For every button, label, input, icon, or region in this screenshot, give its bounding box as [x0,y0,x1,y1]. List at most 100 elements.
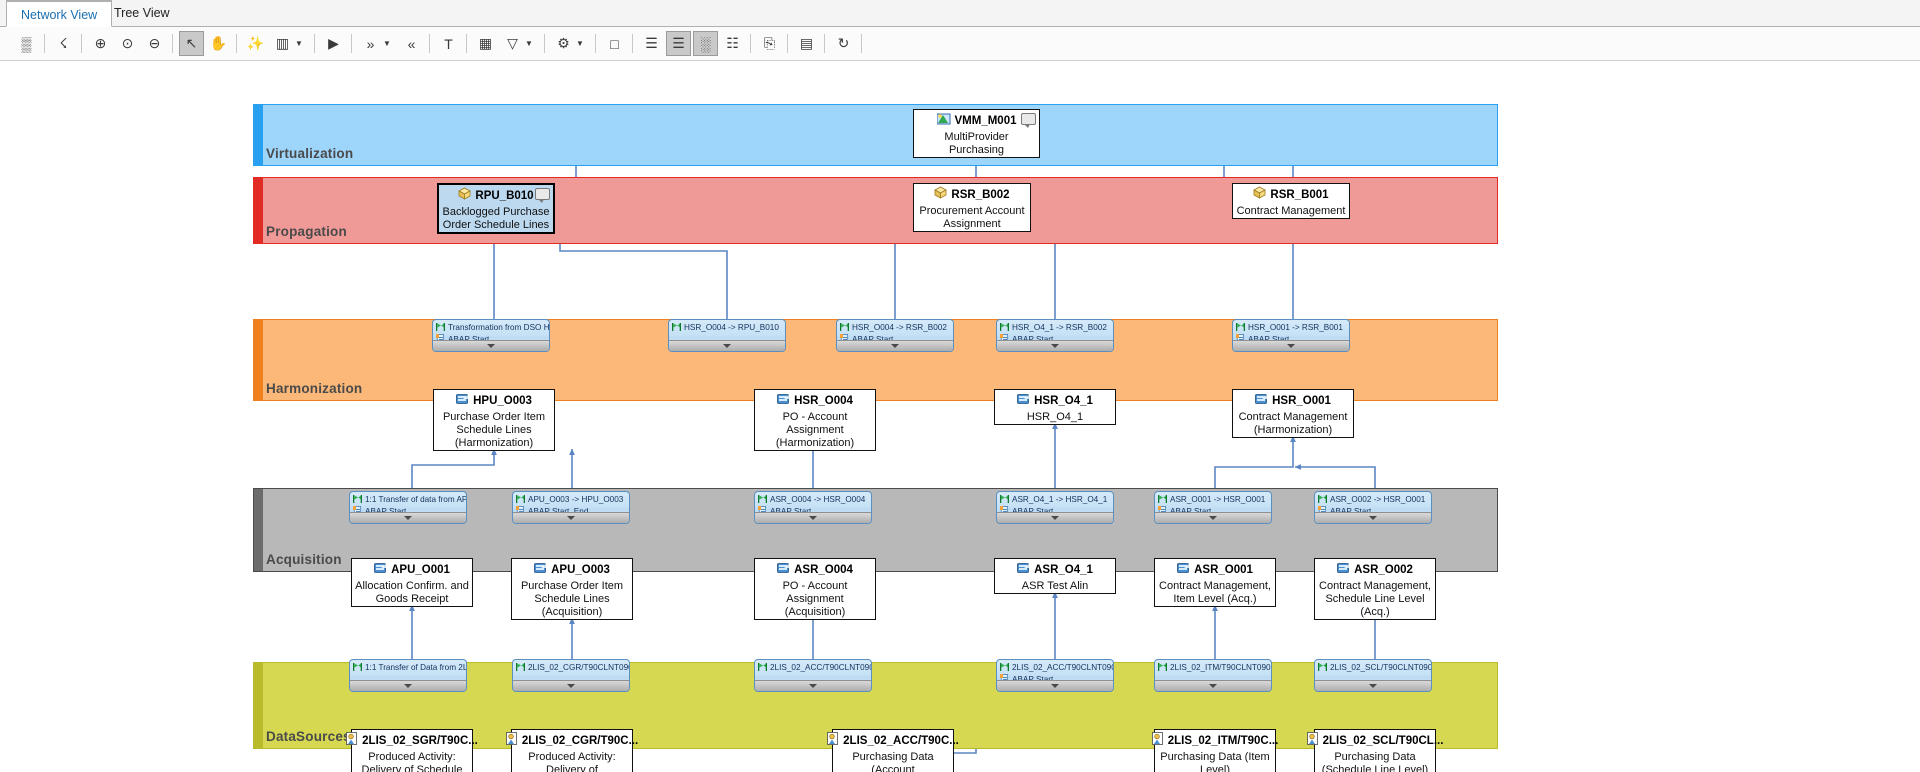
find-in-table-icon[interactable]: ▦ [478,35,493,51]
tab-network-view[interactable]: Network View [6,0,113,27]
refresh-icon[interactable]: ↻ [837,35,850,51]
tab-tree-view[interactable]: Tree View [114,6,170,20]
transformation-expand-button[interactable] [997,512,1113,523]
toolbar-separator [351,34,352,53]
color-legend-icon[interactable]: ░ [693,31,718,56]
comment-bubble-icon[interactable] [1021,113,1036,128]
transformation-x-apu-11[interactable]: 1:1 Transfer of data from APU...ABAP Sta… [349,491,467,524]
node-2lis_02_sgr[interactable]: 2LIS_02_SGR/T90C...Produced Activity: De… [346,729,478,772]
transformation-expand-button[interactable] [755,512,871,523]
zoom-out-icon[interactable]: ⊖ [148,35,161,51]
transformation-x-2lis-acc-2[interactable]: 2LIS_02_ACC/T90CLNT090 ->...ABAP Start [996,659,1114,692]
expand-all-down-icon[interactable]: » [366,35,375,52]
node-header: 2LIS_02_ITM/T90C... [1151,732,1278,750]
transformation-x-hsr004-rpu010[interactable]: HSR_O004 -> RPU_B010 [668,319,786,352]
transformation-expand-button[interactable] [1155,512,1271,523]
transformation-expand-button[interactable] [433,340,549,351]
transformation-expand-button[interactable] [350,512,466,523]
transformation-title: APU_O003 -> HPU_O003 [528,494,624,504]
settings-wrench-dropdown-arrow[interactable]: ▼ [576,39,584,48]
document-icon[interactable]: ⎘ [763,35,776,51]
chevron-down-icon [1051,516,1059,520]
transformation-title-row: ASR_O001 -> HSR_O001 [1155,493,1271,505]
transformation-x-2lis-scl[interactable]: 2LIS_02_SCL/T90CLNT090 ->... [1314,659,1432,692]
layers-icon[interactable]: ☷ [726,35,739,51]
snap-to-grid-icon[interactable]: ☇ [59,35,68,51]
transformation-expand-button[interactable] [1233,340,1349,351]
transformation-expand-button[interactable] [669,340,785,351]
comment-bubble-icon[interactable] [535,188,550,203]
collapse-all-up-icon[interactable]: « [407,35,416,52]
zoom-to-fit-icon[interactable]: ⊙ [121,35,134,51]
text-label-icon[interactable]: T [444,35,453,52]
node-header: 2LIS_02_SGR/T90C... [346,732,478,750]
chart-icon[interactable]: ▤ [799,35,814,51]
transformation-expand-button[interactable] [755,680,871,691]
transformation-expand-button[interactable] [350,680,466,691]
transformation-x-2lis-acc-1[interactable]: 2LIS_02_ACC/T90CLNT090 ->... [754,659,872,692]
transformation-x-2lis-cgr[interactable]: 2LIS_02_CGR/T90CLNT090 ->... [512,659,630,692]
filter-dropdown-arrow[interactable]: ▼ [525,39,533,48]
zoom-in-icon[interactable]: ⊕ [94,35,107,51]
node-2lis_02_cgr[interactable]: 2LIS_02_CGR/T90C...Produced Activity: De… [505,729,638,772]
node-2lis_02_itm[interactable]: 2LIS_02_ITM/T90C...Purchasing Data (Item… [1151,729,1278,772]
node-title: HSR_O004 [794,395,853,407]
expand-horizontal-icon[interactable]: ▶ [328,35,339,51]
data-flow-edit-icon[interactable]: ☰ [645,35,658,51]
pan-hand-icon[interactable]: ✋ [209,35,228,51]
transformation-expand-button[interactable] [1155,680,1271,691]
transformation-expand-button[interactable] [997,340,1113,351]
transformation-flag-icon [1318,660,1327,676]
transformation-expand-button[interactable] [997,680,1113,691]
toolbar-separator [595,34,596,53]
layout-spacing-dropdown-arrow[interactable]: ▼ [295,39,303,48]
magic-layout-icon[interactable]: ✨ [246,35,265,51]
transformation-expand-button[interactable] [1315,512,1431,523]
data-flow-display-icon[interactable]: ☰ [666,31,691,56]
layer-band-virtualization[interactable]: Virtualization [253,104,1498,166]
node-2lis_02_scl[interactable]: 2LIS_02_SCL/T90CL...Purchasing Data (Sch… [1306,729,1443,772]
toolbar-separator [824,34,825,53]
pointer-tool-icon[interactable]: ↖ [179,31,204,56]
transformation-x-2lis-itm[interactable]: 2LIS_02_ITM/T90CLNT090 ->... [1154,659,1272,692]
frame-selection-icon[interactable]: □ [610,35,619,52]
transformation-expand-button[interactable] [513,512,629,523]
expand-all-down-dropdown-arrow[interactable]: ▼ [383,39,391,48]
transformation-expand-button[interactable] [1315,680,1431,691]
layout-spacing-icon[interactable]: ▥ [275,35,290,51]
grid-icon[interactable]: ▒ [21,35,32,52]
node-2lis_02_acc[interactable]: 2LIS_02_ACC/T90C...Purchasing Data (Acco… [827,729,959,772]
transformation-expand-button[interactable] [513,680,629,691]
transformation-expand-button[interactable] [837,340,953,351]
node-title: 2LIS_02_SCL/T90CL... [1322,735,1444,747]
transformation-x-dso-hp[interactable]: Transformation from DSO HP...ABAP Start [432,319,550,352]
filter-icon[interactable]: ▽ [507,35,518,51]
transformation-x-2lis-11[interactable]: 1:1 Transfer of Data from 2LIS... [349,659,467,692]
node-header: ASR_O4_1 [995,561,1115,579]
transformation-title-row: Transformation from DSO HP... [433,321,549,333]
settings-wrench-icon[interactable]: ⚙ [557,35,570,51]
